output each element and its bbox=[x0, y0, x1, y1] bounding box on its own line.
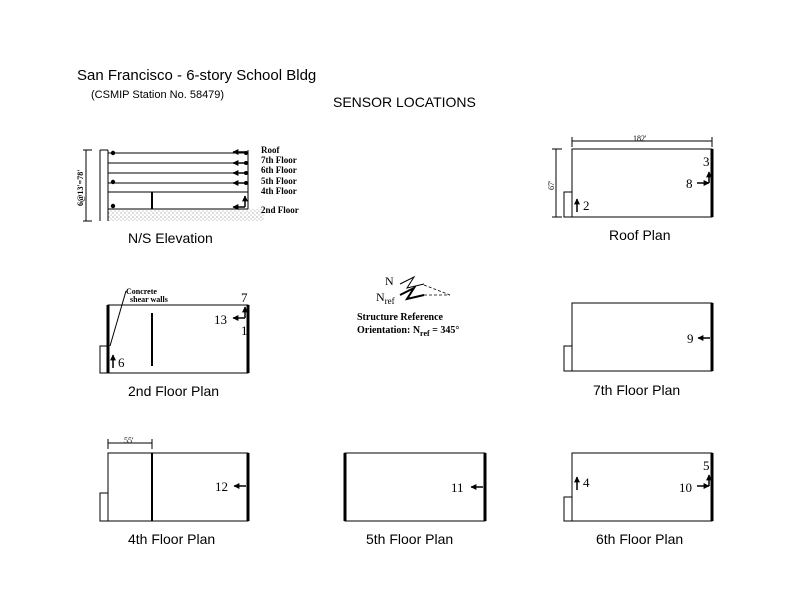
caption-roof-plan: Roof Plan bbox=[609, 227, 670, 243]
sensor-4-label: 4 bbox=[583, 475, 590, 490]
caption-floor4-plan: 4th Floor Plan bbox=[128, 531, 215, 547]
north-arrow-icon bbox=[399, 275, 425, 289]
floor4-plan: 55' 12 bbox=[99, 436, 250, 522]
sensor-8-label: 8 bbox=[686, 176, 693, 191]
nref-arrow-icon bbox=[399, 285, 425, 301]
caption-floor7-plan: 7th Floor Plan bbox=[593, 382, 680, 398]
sensor-5-label: 5 bbox=[703, 458, 710, 473]
floor5-plan: 11 bbox=[343, 452, 487, 522]
floor-label-5th: 5th Floor bbox=[261, 176, 297, 186]
ns-elevation: Roof 7th Floor 6th Floor 5th Floor 4th F… bbox=[76, 145, 299, 222]
section-title: SENSOR LOCATIONS bbox=[333, 94, 476, 110]
reference-line2: Orientation: Nref = 345° bbox=[357, 325, 459, 338]
elevation-sensor-arrows bbox=[232, 149, 248, 210]
caption-floor5-plan: 5th Floor Plan bbox=[366, 531, 453, 547]
elevation-height-dimension: 6@13'=78' bbox=[76, 170, 85, 206]
north-label: N bbox=[385, 274, 394, 288]
caption-floor2-plan: 2nd Floor Plan bbox=[128, 383, 219, 399]
nref-label: Nref bbox=[376, 290, 395, 306]
roof-plan: 182' 67' 3 8 2 bbox=[547, 134, 714, 218]
reference-line1: Structure Reference bbox=[357, 312, 444, 323]
roof-width-dimension: 182' bbox=[633, 134, 647, 143]
caption-ns-elevation: N/S Elevation bbox=[128, 230, 213, 246]
sensor-2-label: 2 bbox=[583, 198, 590, 213]
floor-label-6th: 6th Floor bbox=[261, 165, 297, 175]
shear-wall-note-line2: shear walls bbox=[130, 295, 168, 304]
sensor-1-label: 1 bbox=[241, 323, 248, 338]
caption-floor6-plan: 6th Floor Plan bbox=[596, 531, 683, 547]
floor7-plan: 9 bbox=[563, 302, 714, 372]
shear-wall-note-line1: Concrete bbox=[126, 287, 157, 296]
floor6-plan: 5 10 4 bbox=[563, 452, 714, 522]
sensor-7-label: 7 bbox=[241, 290, 248, 305]
page-title: San Francisco - 6-story School Bldg bbox=[77, 67, 316, 84]
sensor-12-label: 12 bbox=[215, 479, 228, 494]
roof-depth-dimension: 67' bbox=[547, 180, 556, 190]
shear-wall-leader bbox=[109, 290, 127, 347]
sensor-10-label: 10 bbox=[679, 480, 692, 495]
floor-label-roof: Roof bbox=[261, 145, 280, 155]
floor2-plan: Concrete shear walls 7 13 1 6 bbox=[99, 287, 250, 374]
station-number: (CSMIP Station No. 58479) bbox=[91, 89, 224, 101]
floor-label-4th: 4th Floor bbox=[261, 186, 297, 196]
floor4-width-dimension: 55' bbox=[124, 436, 134, 445]
floor-label-2nd: 2nd Floor bbox=[261, 205, 299, 215]
ground-hatch bbox=[108, 209, 264, 221]
sensor-6-label: 6 bbox=[118, 355, 125, 370]
sensor-11-label: 11 bbox=[451, 480, 464, 495]
sensor-13-label: 13 bbox=[214, 312, 227, 327]
structure-reference: N Nref Structure Reference Orientation: … bbox=[357, 274, 459, 338]
sensor-9-label: 9 bbox=[687, 331, 694, 346]
floor-label-7th: 7th Floor bbox=[261, 155, 297, 165]
sensor-3-label: 3 bbox=[703, 154, 710, 169]
